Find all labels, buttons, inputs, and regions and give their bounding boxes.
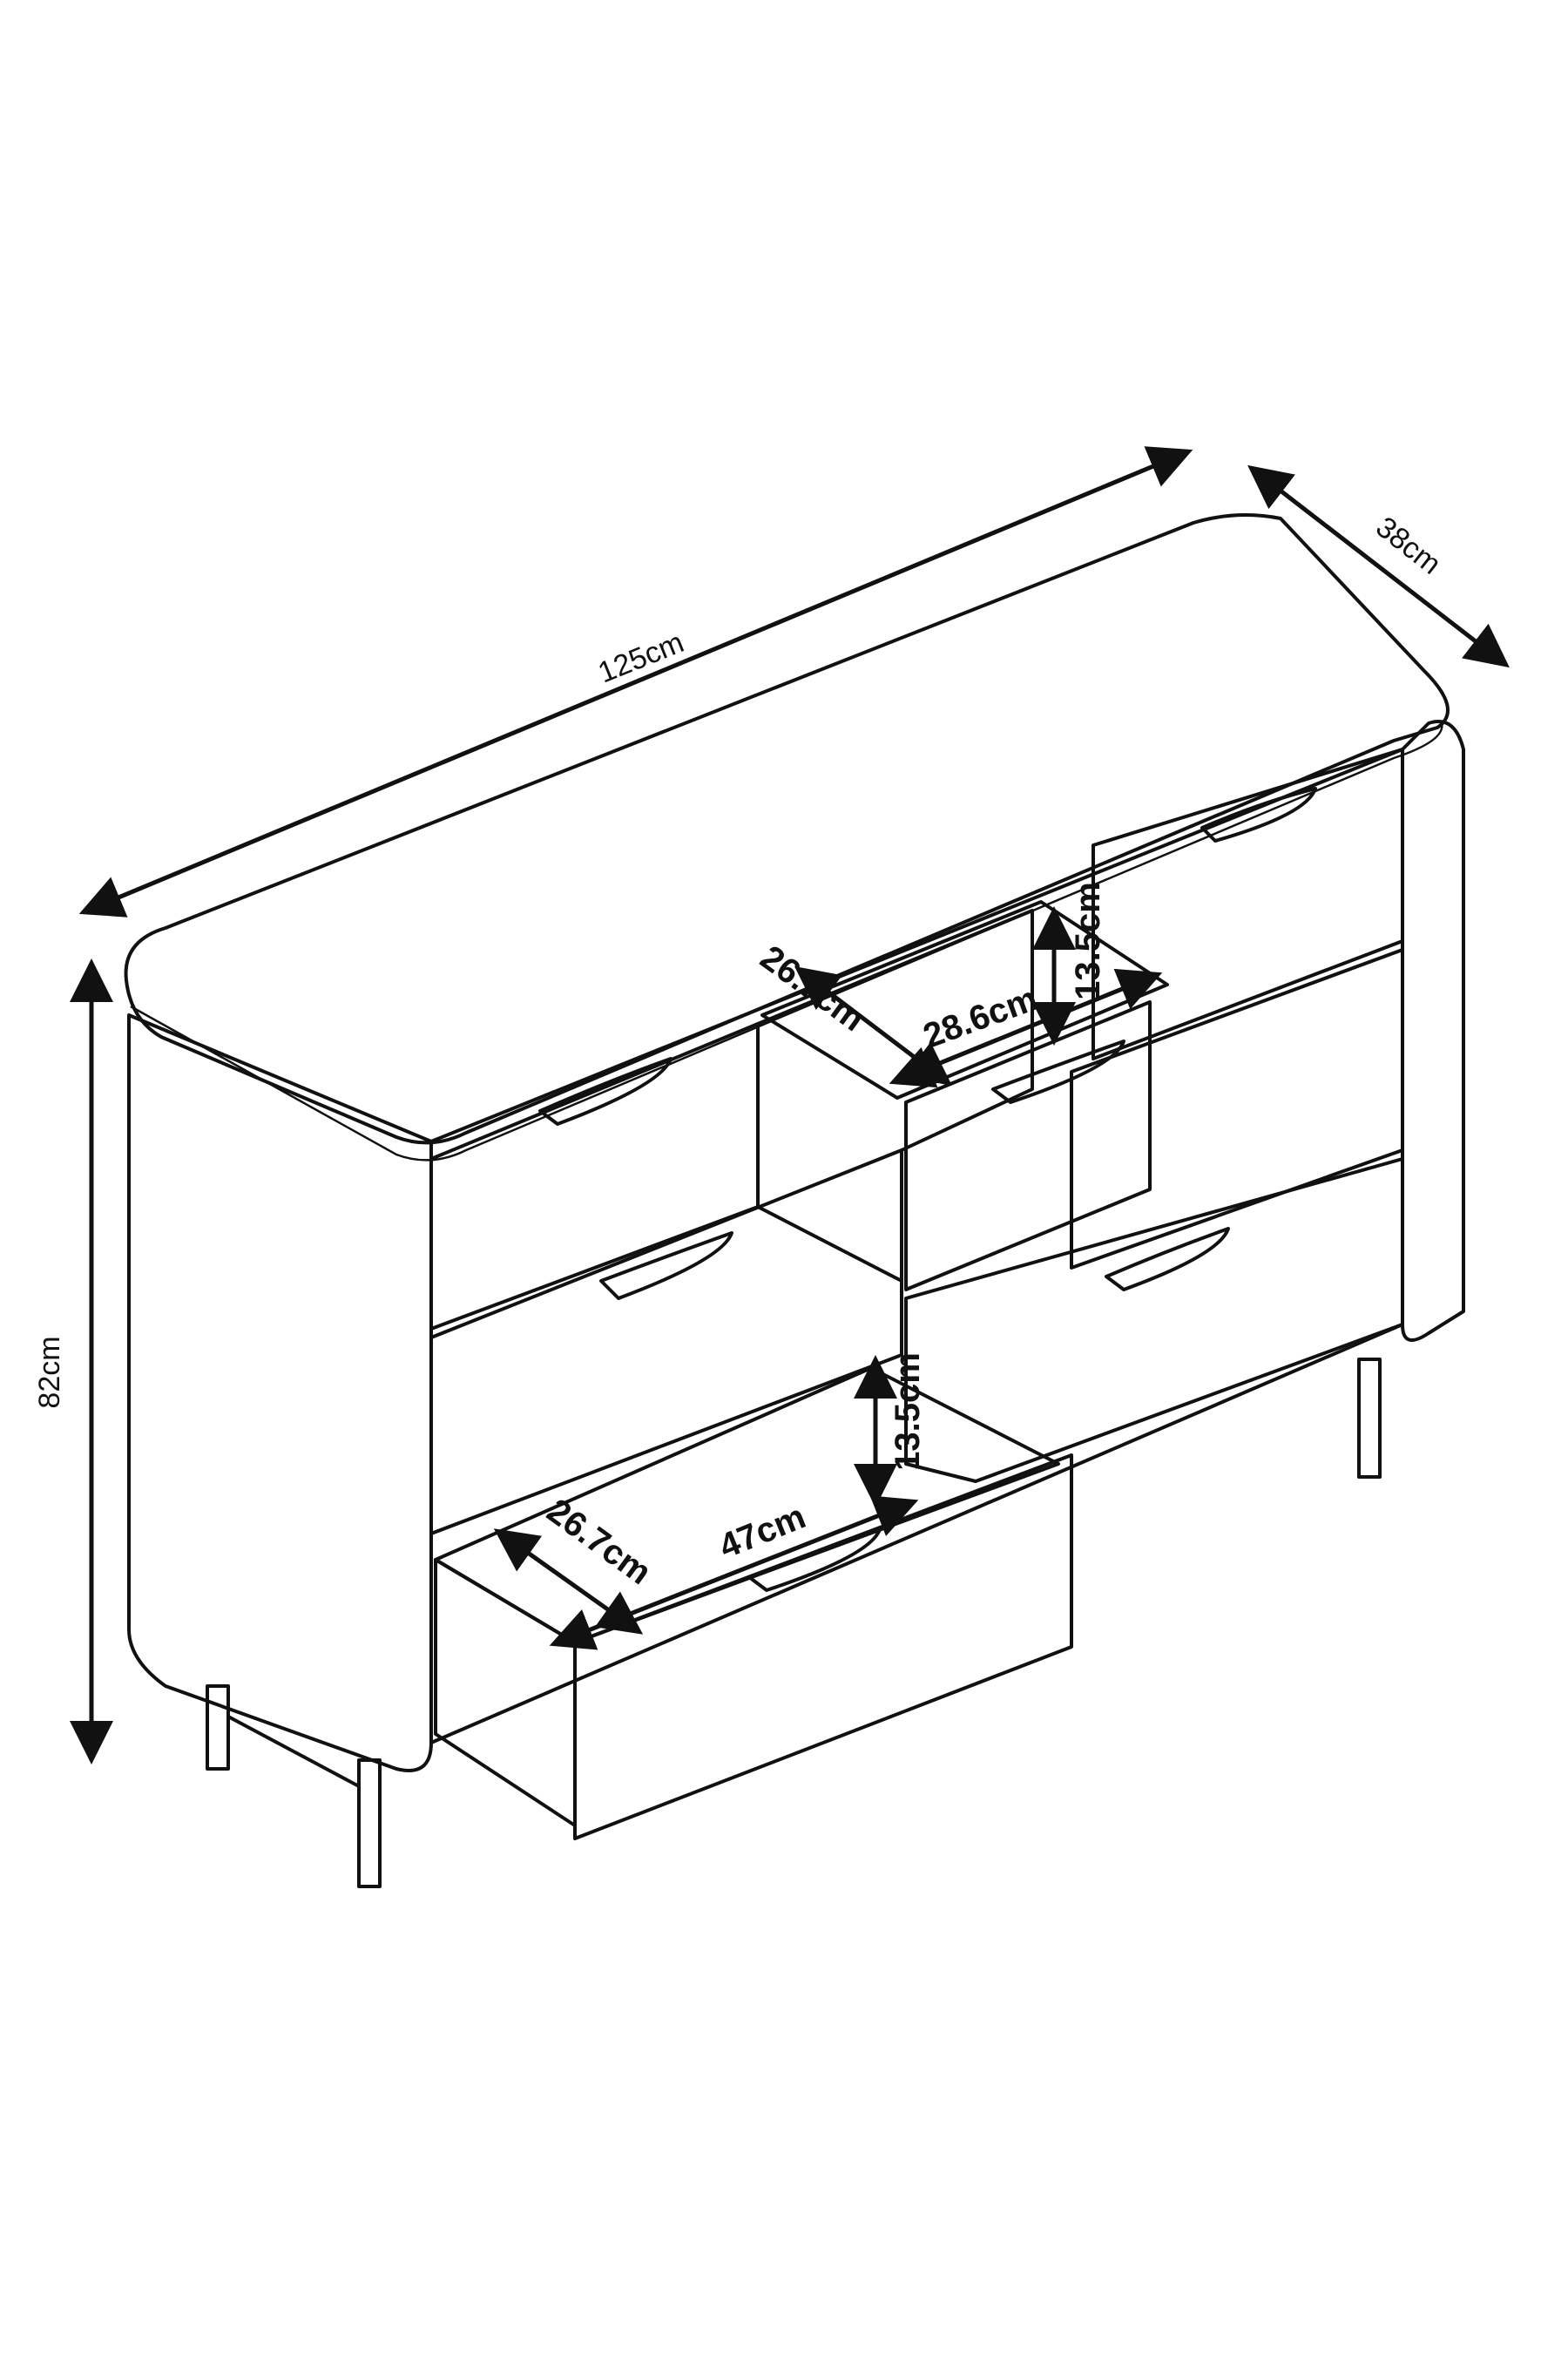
right-side-panel [1401,720,1465,1342]
drawer-front-right-2 [1070,948,1404,1270]
small-drawer-depth-label: 26.7cm [754,938,872,1039]
small-drawer-width-arrow [889,968,1163,1088]
front-body [429,748,1404,1744]
large-drawer-depth-label: 26.7cm [540,1492,659,1592]
drawer-front-left-2 [429,1148,903,1535]
opened-large-drawer-box [434,1366,1060,1644]
opened-large-drawer-side [434,1558,577,1827]
large-drawer-width-label: 47cm [713,1497,810,1566]
large-drawer-width-arrow [549,1495,919,1650]
drawer-front-right-1 [1092,748,1404,1060]
top-surface [124,513,1450,1145]
small-drawer-height-label: 13.5cm [1069,882,1107,1000]
left-side-panel [127,1013,433,1772]
drawer-front-right-3 [904,1157,1404,1483]
depth-arrow [1247,464,1510,668]
large-drawer-height-label: 13.5cm [889,1352,927,1471]
top-edge [130,722,1443,1162]
width-arrow [78,446,1193,918]
height-label: 82cm [33,1336,66,1408]
legs [206,1358,1382,1888]
drawer-front-left-1 [429,1022,760,1331]
